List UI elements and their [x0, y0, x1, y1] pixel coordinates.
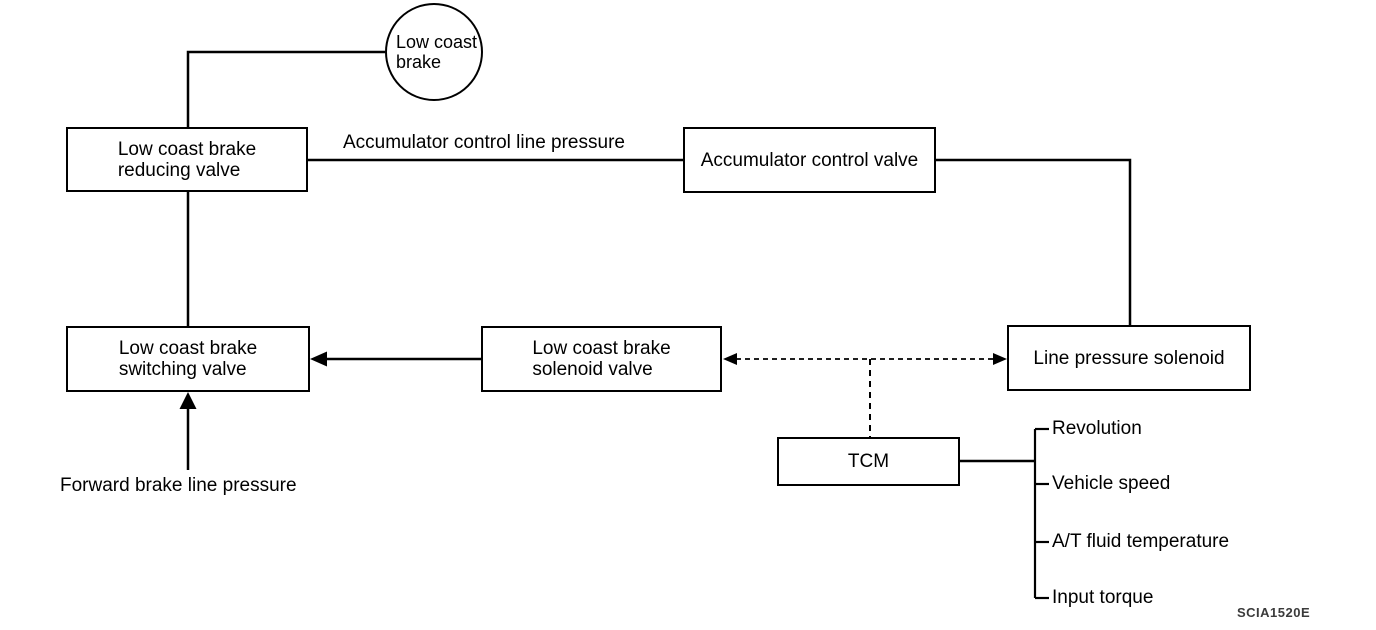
- label-forward-brake-line-pressure: Forward brake line pressure: [60, 475, 297, 496]
- node-line-pressure-solenoid: Line pressure solenoid: [1007, 325, 1251, 391]
- node-solenoid-valve-line1: Low coast brake: [532, 338, 671, 359]
- node-solenoid-valve-line2: solenoid valve: [532, 359, 653, 380]
- edge-circle-to-reducing-valve: [186, 50, 385, 127]
- edge-forward-brake-arrow: [179, 392, 197, 470]
- node-switching-valve-line2: switching valve: [118, 359, 247, 380]
- node-accumulator-control-valve-label: Accumulator control valve: [700, 149, 919, 171]
- node-reducing-valve-line1: Low coast brake: [117, 138, 257, 160]
- label-tcm-input-at-fluid-temperature: A/T fluid temperature: [1052, 531, 1230, 552]
- edge-accumulator-to-line-pressure-solenoid: [936, 158, 1132, 325]
- label-tcm-input-input-torque: Input torque: [1052, 587, 1154, 608]
- node-accumulator-control-valve: Accumulator control valve: [683, 127, 936, 193]
- tcm-input-bracket: [960, 427, 1049, 600]
- node-reducing-valve-line2: reducing valve: [117, 159, 241, 181]
- node-line-pressure-solenoid-label: Line pressure solenoid: [1033, 347, 1225, 369]
- node-tcm-label: TCM: [847, 451, 890, 472]
- figure-code: SCIA1520E: [1237, 605, 1311, 620]
- node-tcm: TCM: [777, 437, 960, 486]
- node-low-coast-brake: Low coast brake: [385, 3, 483, 101]
- edge-solenoid-to-switching-arrow: [310, 351, 481, 367]
- label-tcm-input-vehicle-speed: Vehicle speed: [1052, 473, 1171, 494]
- node-reducing-valve: Low coast brake reducing valve: [66, 127, 308, 192]
- node-switching-valve: Low coast brake switching valve: [66, 326, 310, 392]
- label-tcm-input-revolution: Revolution: [1052, 418, 1142, 439]
- node-low-coast-brake-line2: brake: [396, 52, 442, 72]
- label-accumulator-control-line-pressure: Accumulator control line pressure: [343, 132, 625, 153]
- node-switching-valve-line1: Low coast brake: [118, 338, 258, 359]
- edge-tcm-dashed-double-arrow: [723, 353, 1007, 365]
- node-low-coast-brake-line1: Low coast: [396, 32, 478, 52]
- node-solenoid-valve: Low coast brake solenoid valve: [481, 326, 722, 392]
